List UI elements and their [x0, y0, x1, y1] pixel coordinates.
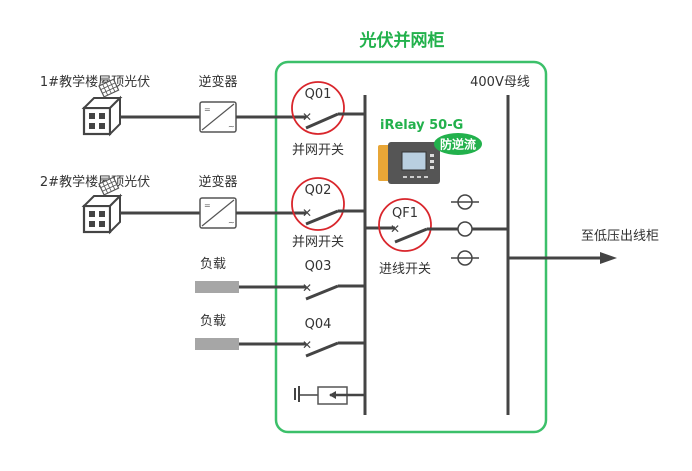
inverter-icon: = ~: [199, 197, 237, 229]
anti-backflow-badge: 防逆流: [434, 133, 482, 155]
breaker-highlight-circle: [291, 177, 345, 231]
device-name: iRelay 50-G: [380, 118, 463, 133]
current-transformer-icon: [451, 194, 479, 210]
busbar-label: 400V母线: [470, 75, 530, 90]
breaker-x-mark: ✕: [390, 222, 400, 236]
output-label: 至低压出线柜: [581, 229, 659, 244]
breaker-q02[interactable]: Q02 ✕: [291, 177, 365, 231]
load-2-label: 负载: [200, 314, 226, 329]
pv-building-icon: [81, 78, 123, 137]
source-1-label: 1#教学楼屋顶光伏: [40, 74, 150, 90]
relay-device-icon: [378, 142, 440, 184]
inverter-icon: = ~: [199, 101, 237, 133]
breaker-contact: [305, 209, 339, 226]
breaker-qf1[interactable]: QF1 ✕: [378, 198, 508, 252]
arrow-right-icon: [600, 252, 617, 264]
svg-text:~: ~: [228, 122, 235, 131]
badge-text: 防逆流: [440, 137, 476, 152]
breaker-qf1-caption: 进线开关: [379, 262, 431, 277]
breaker-id: Q01: [305, 87, 332, 102]
cabinet-title: 光伏并网柜: [359, 30, 445, 51]
breaker-q04[interactable]: Q04 ✕: [302, 317, 365, 358]
breaker-id: Q04: [305, 317, 332, 332]
svg-text:~: ~: [228, 218, 235, 227]
grounding-arrester-icon: [294, 386, 365, 405]
source-2-label: 2#教学楼屋顶光伏: [40, 174, 150, 190]
breaker-x-mark: ✕: [302, 110, 312, 124]
breaker-contact: [305, 341, 339, 358]
breaker-contact: [394, 227, 428, 244]
svg-text:=: =: [204, 105, 211, 114]
load-1-label: 负载: [200, 257, 226, 272]
pv-building-icon: [81, 176, 123, 235]
current-transformer-icon: [457, 221, 473, 237]
breaker-x-mark: ✕: [302, 281, 312, 295]
breaker-x-mark: ✕: [302, 338, 312, 352]
breaker-q01-caption: 并网开关: [292, 143, 344, 158]
breaker-contact: [305, 284, 339, 301]
breaker-contact: [305, 112, 339, 130]
svg-text:=: =: [204, 201, 211, 210]
inverter-1-label: 逆变器: [198, 74, 237, 90]
current-transformer-icon: [451, 250, 479, 266]
breaker-id: Q02: [305, 183, 332, 198]
breaker-id: QF1: [392, 206, 418, 221]
breaker-q03[interactable]: Q03 ✕: [302, 259, 365, 301]
breaker-highlight-circle: [291, 81, 345, 135]
inverter-2-label: 逆变器: [198, 174, 237, 190]
load-1-block: [195, 281, 239, 293]
breaker-id: Q03: [305, 259, 332, 274]
breaker-highlight-circle: [378, 198, 432, 252]
load-2-block: [195, 338, 239, 350]
breaker-q01[interactable]: Q01 ✕: [291, 81, 365, 135]
breaker-x-mark: ✕: [302, 206, 312, 220]
breaker-q02-caption: 并网开关: [292, 235, 344, 250]
cabinet-border: [274, 60, 548, 434]
